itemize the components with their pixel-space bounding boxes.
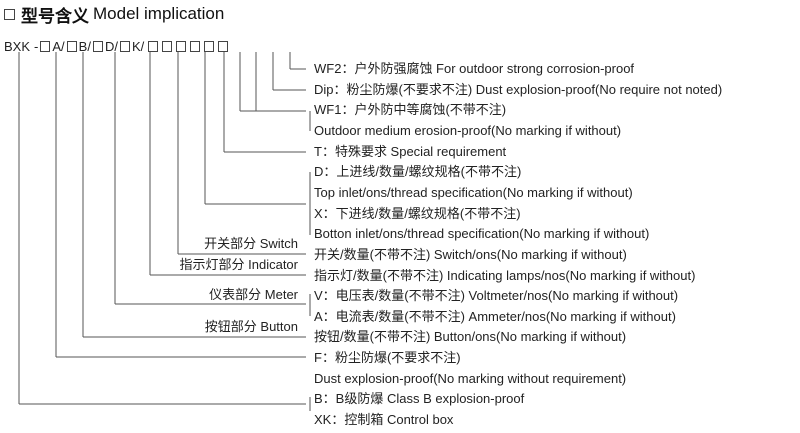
model-code: BXK - A/ B/ D/ K/ xyxy=(4,39,230,54)
heading-en: Model implication xyxy=(93,4,225,23)
code-d: D/ xyxy=(104,39,118,54)
desc-wf2: WF2：户外防强腐蚀 For outdoor strong corrosion-… xyxy=(314,61,635,76)
desc-x-en: Botton inlet/ons/thread specification(No… xyxy=(314,226,650,241)
desc-f-en: Dust explosion-proof(No marking without … xyxy=(314,371,627,386)
desc-wf1-en: Outdoor medium erosion-proof(No marking … xyxy=(314,123,622,138)
code-box-icon xyxy=(40,41,51,52)
desc-xk: XK：控制箱 Control box xyxy=(314,412,454,427)
code-box-icon xyxy=(218,41,229,52)
code-k: K/ xyxy=(131,39,145,54)
desc-f-zh: F：粉尘防爆(不要求不注) xyxy=(314,350,461,365)
heading-zh: 型号含义 xyxy=(21,6,89,26)
code-a: A/ xyxy=(52,39,65,54)
desc-b: B：B级防爆 Class B explosion-proof xyxy=(314,391,525,406)
heading: 型号含义 Model implication xyxy=(4,2,224,26)
label-button: 按钮部分 Button xyxy=(204,319,298,334)
code-box-icon xyxy=(204,41,215,52)
label-meter: 仪表部分 Meter xyxy=(209,287,298,302)
desc-d-en: Top inlet/ons/thread specification(No ma… xyxy=(314,185,633,200)
desc-switch: 开关/数量(不带不注) Switch/ons(No marking if wit… xyxy=(314,247,627,262)
code-box-icon xyxy=(176,41,187,52)
desc-ammeter: A：电流表/数量(不带不注) Ammeter/nos(No marking if… xyxy=(314,309,676,324)
code-box-icon xyxy=(162,41,173,52)
code-box-icon xyxy=(148,41,159,52)
code-box-icon xyxy=(190,41,201,52)
desc-dip: Dip：粉尘防爆(不要求不注) Dust explosion-proof(No … xyxy=(314,82,723,97)
label-switch: 开关部分 Switch xyxy=(204,236,298,251)
code-b: B/ xyxy=(78,39,91,54)
desc-indicator: 指示灯/数量(不带不注) Indicating lamps/nos(No mar… xyxy=(314,268,696,283)
desc-x-zh: X：下进线/数量/螺纹规格(不带不注) xyxy=(314,206,521,221)
code-box-icon xyxy=(119,41,130,52)
desc-t: T：特殊要求 Special requirement xyxy=(314,144,507,159)
label-indicator: 指示灯部分 Indicator xyxy=(179,257,298,272)
desc-voltmeter: V：电压表/数量(不带不注) Voltmeter/nos(No marking … xyxy=(314,288,679,303)
code-bxk: BXK xyxy=(4,39,31,54)
code-dash: - xyxy=(34,39,39,54)
code-box-icon xyxy=(92,41,103,52)
desc-button: 按钮/数量(不带不注) Button/ons(No marking if wit… xyxy=(314,329,627,344)
desc-wf1-zh: WF1：户外防中等腐蚀(不带不注) xyxy=(314,102,507,117)
desc-d-zh: D：上进线/数量/螺纹规格(不带不注) xyxy=(314,164,522,179)
heading-checkbox-icon xyxy=(4,8,15,20)
code-box-icon xyxy=(66,41,77,52)
